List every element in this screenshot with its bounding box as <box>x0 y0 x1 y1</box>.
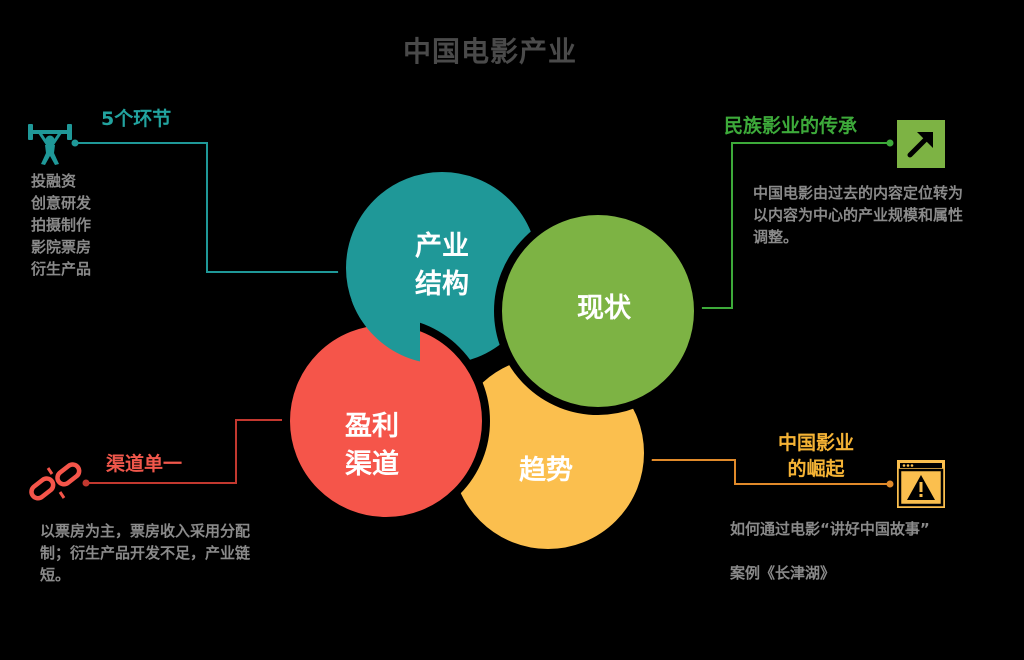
description-line: 短。 <box>40 566 71 584</box>
description-line: 中国电影由过去的内容定位转为 <box>753 184 964 202</box>
description-line: 案例《长津湖》 <box>730 564 836 582</box>
connector-heritage <box>675 139 894 309</box>
list-item: 创意研发 <box>31 194 92 212</box>
description-line: 制；衍生产品开发不足，产业链 <box>40 544 251 562</box>
description-line: 以票房为主，票房收入采用分配 <box>40 522 251 540</box>
petal-line: 产业 <box>415 231 469 262</box>
rise-description: 如何通过电影“讲好中国故事” 案例《长津湖》 <box>730 518 930 584</box>
connector-rise <box>645 459 894 488</box>
petal-status <box>494 207 702 415</box>
broken-chain-icon <box>26 460 86 506</box>
arrow-up-right-icon <box>897 120 945 168</box>
description-line: 调整。 <box>753 228 799 246</box>
callout-label-five-links: 5个环节 <box>101 108 172 130</box>
heritage-description: 中国电影由过去的内容定位转为 以内容为中心的产业规模和属性 调整。 <box>753 182 963 248</box>
page-title: 中国电影产业 <box>402 35 577 68</box>
petal-label-status: 现状 <box>554 290 654 328</box>
warning-window-icon <box>897 460 945 508</box>
description-line: 以内容为中心的产业规模和属性 <box>753 206 964 224</box>
callout-label-rise: 中国影业 的崛起 <box>778 430 854 482</box>
petal-line: 渠道 <box>345 449 399 480</box>
petal-label-profit-channel: 盈利 渠道 <box>322 408 422 484</box>
description-line: 如何通过电影“讲好中国故事” <box>730 520 930 538</box>
petal-label-trend: 趋势 <box>496 452 596 490</box>
single-channel-description: 以票房为主，票房收入采用分配 制；衍生产品开发不足，产业链 短。 <box>40 520 250 586</box>
callout-label-heritage: 民族影业的传承 <box>724 115 858 137</box>
connector-five-links <box>71 139 345 273</box>
five-links-list: 投融资 创意研发 拍摄制作 影院票房 衍生产品 <box>31 170 91 280</box>
label-line: 中国影业 <box>778 432 855 454</box>
weightlifter-icon <box>26 120 74 168</box>
list-item: 影院票房 <box>31 238 92 256</box>
list-item: 衍生产品 <box>31 260 92 278</box>
petal-line: 现状 <box>577 293 631 324</box>
label-line: 的崛起 <box>787 458 845 480</box>
petal-label-industry-structure: 产业 结构 <box>392 228 492 304</box>
petal-line: 结构 <box>415 269 469 300</box>
petal-line: 趋势 <box>519 455 573 486</box>
callout-label-single-channel: 渠道单一 <box>106 453 183 475</box>
petal-line: 盈利 <box>345 411 399 442</box>
connector-single-channel <box>82 419 305 487</box>
list-item: 投融资 <box>31 172 77 190</box>
list-item: 拍摄制作 <box>31 216 92 234</box>
